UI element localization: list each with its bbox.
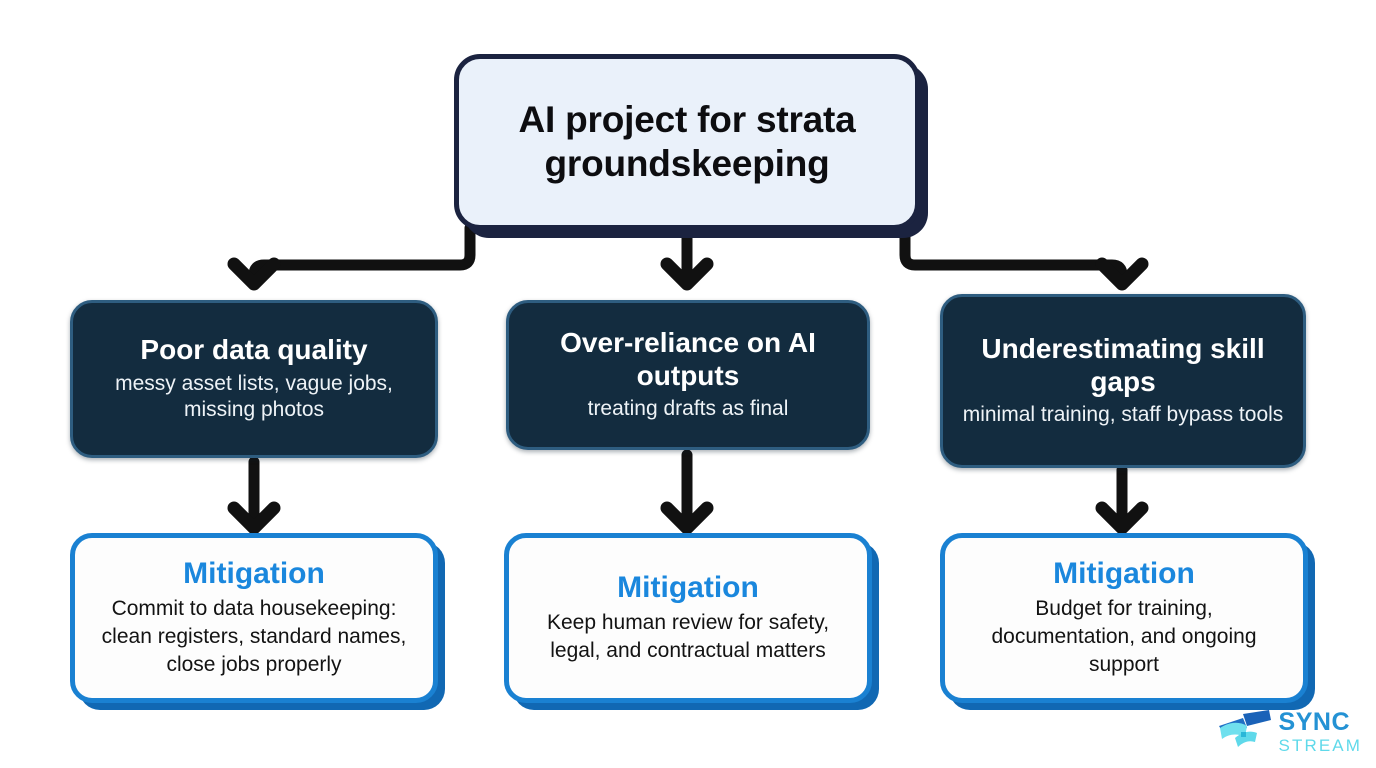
mitigation-node-1[interactable]: Mitigation Commit to data housekeeping: … — [70, 533, 438, 703]
logo-secondary-text: STREAM — [1278, 736, 1362, 755]
risk-node-3-title: Underestimating skill gaps — [981, 333, 1265, 397]
syncstream-logo: SYNC STREAM — [1217, 708, 1362, 756]
arrowhead-risk-3-to-mitigation-3 — [1102, 508, 1142, 528]
mitigation-node-2-body: Keep human review for safety, legal, and… — [546, 610, 830, 662]
mitigation-node-3-title: Mitigation — [1053, 557, 1195, 591]
mitigation-node-2[interactable]: Mitigation Keep human review for safety,… — [504, 533, 872, 703]
mitigation-node-2-title: Mitigation — [617, 571, 759, 605]
mitigation-node-1-title: Mitigation — [183, 557, 325, 591]
risk-node-1-subtitle: messy asset lists, vague jobs, missing p… — [115, 371, 393, 422]
logo-primary-text: SYNC — [1278, 708, 1351, 736]
risk-node-3-subtitle: minimal training, staff bypass tools — [962, 403, 1284, 427]
root-node-title: AI project for strata groundskeeping — [518, 99, 856, 184]
risk-node-2-subtitle: treating drafts as final — [587, 397, 789, 421]
arrowhead-root-to-risk-2 — [667, 264, 707, 284]
arrowhead-root-to-risk-1 — [234, 264, 274, 284]
logo-text: SYNC STREAM — [1278, 708, 1362, 755]
arrowhead-root-to-risk-3 — [1102, 264, 1142, 284]
mitigation-node-3[interactable]: Mitigation Budget for training, document… — [940, 533, 1308, 703]
risk-node-3[interactable]: Underestimating skill gaps minimal train… — [940, 294, 1306, 468]
arrowhead-risk-1-to-mitigation-1 — [234, 508, 274, 528]
syncstream-swoosh-icon — [1218, 710, 1271, 747]
root-node[interactable]: AI project for strata groundskeeping — [454, 54, 920, 230]
risk-node-2-title: Over-reliance on AI outputs — [560, 327, 816, 391]
risk-node-1-title: Poor data quality — [140, 334, 368, 366]
risk-node-1[interactable]: Poor data quality messy asset lists, vag… — [70, 300, 438, 458]
mitigation-node-1-body: Commit to data housekeeping: clean regis… — [101, 596, 407, 676]
mitigation-node-3-body: Budget for training, documentation, and … — [991, 596, 1257, 676]
arrowhead-risk-2-to-mitigation-2 — [667, 508, 707, 528]
connector-root-to-risk-3 — [899, 222, 1128, 290]
risk-node-2[interactable]: Over-reliance on AI outputs treating dra… — [506, 300, 870, 450]
connector-root-to-risk-1 — [248, 222, 476, 290]
